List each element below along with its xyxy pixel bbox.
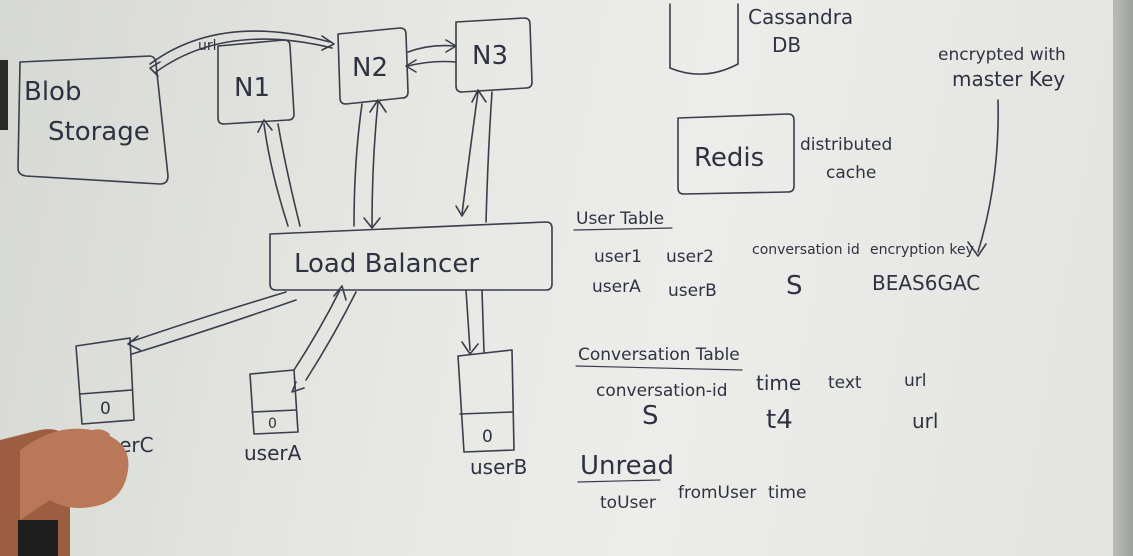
conversation-table-col-3: text xyxy=(828,373,862,393)
encryption-note-1: encrypted with xyxy=(938,45,1066,65)
client-connections xyxy=(127,285,485,393)
user-table-col-1: user1 xyxy=(594,247,642,267)
node-n3: N3 xyxy=(455,17,533,93)
blob-storage: Blob Storage xyxy=(17,55,169,185)
unread-table-col-1: toUser xyxy=(600,493,656,513)
blob-storage-label-2: Storage xyxy=(48,117,150,147)
conversation-table-cell-4: url xyxy=(912,409,938,433)
conversation-table-col-4: url xyxy=(904,371,927,391)
unread-table-title: Unread xyxy=(580,451,674,481)
blob-storage-label-1: Blob xyxy=(24,77,81,107)
client-usera-button: 0 xyxy=(268,416,277,432)
node-n2: N2 xyxy=(337,27,409,105)
user-table-cell-2: userB xyxy=(668,281,717,301)
redis-label: Redis xyxy=(694,143,764,173)
node-n1-label: N1 xyxy=(234,73,270,103)
user-table-col-4: encryption key xyxy=(870,242,974,258)
user-table-title: User Table xyxy=(576,209,664,229)
encryption-note: encrypted with master Key xyxy=(938,45,1066,257)
node-n1: N1 xyxy=(217,39,295,125)
conversation-table: Conversation Table conversation-id time … xyxy=(575,345,938,435)
wall-edge xyxy=(1113,0,1133,556)
conversation-table-cell-2: t4 xyxy=(766,405,793,435)
presenter-hand xyxy=(0,60,129,556)
unread-table: Unread toUser fromUser time xyxy=(577,451,806,513)
load-balancer-label: Load Balancer xyxy=(294,249,479,279)
user-table-col-3: conversation id xyxy=(752,242,860,258)
lb-node-connections xyxy=(257,89,493,229)
load-balancer: Load Balancer xyxy=(269,221,553,291)
client-userb-button: 0 xyxy=(482,427,493,447)
cassandra-label-1: Cassandra xyxy=(748,5,853,29)
redis-note-2: cache xyxy=(826,163,876,183)
redis-cache: Redis distributed cache xyxy=(677,113,892,195)
unread-table-col-2: fromUser xyxy=(678,483,756,503)
client-usera-label: userA xyxy=(244,441,302,465)
user-table-col-2: user2 xyxy=(666,247,714,267)
user-table: User Table user1 user2 conversation id e… xyxy=(573,209,980,301)
user-table-cell-1: userA xyxy=(592,277,641,297)
client-usera: 0 userA xyxy=(244,369,302,465)
client-userc-button: 0 xyxy=(100,399,111,419)
url-label: url xyxy=(198,38,217,54)
client-userb: 0 userB xyxy=(457,349,527,479)
node-n3-label: N3 xyxy=(472,41,508,71)
conversation-table-col-2: time xyxy=(756,371,801,395)
conversation-table-title: Conversation Table xyxy=(578,345,740,365)
conversation-table-cell-1: S xyxy=(642,401,659,431)
unread-table-col-3: time xyxy=(768,483,806,503)
n2-n3-connection xyxy=(405,39,457,73)
blob-n2-connection: url xyxy=(149,30,335,77)
user-table-cell-4: BEAS6GAC xyxy=(872,271,980,295)
client-userb-label: userB xyxy=(470,455,527,479)
cassandra-label-2: DB xyxy=(772,33,801,57)
encryption-note-2: master Key xyxy=(952,67,1065,91)
conversation-table-col-1: conversation-id xyxy=(596,381,728,401)
node-n2-label: N2 xyxy=(352,53,388,83)
cassandra-db: Cassandra DB xyxy=(669,3,853,75)
user-table-cell-3: S xyxy=(786,271,803,301)
redis-note-1: distributed xyxy=(800,135,892,155)
